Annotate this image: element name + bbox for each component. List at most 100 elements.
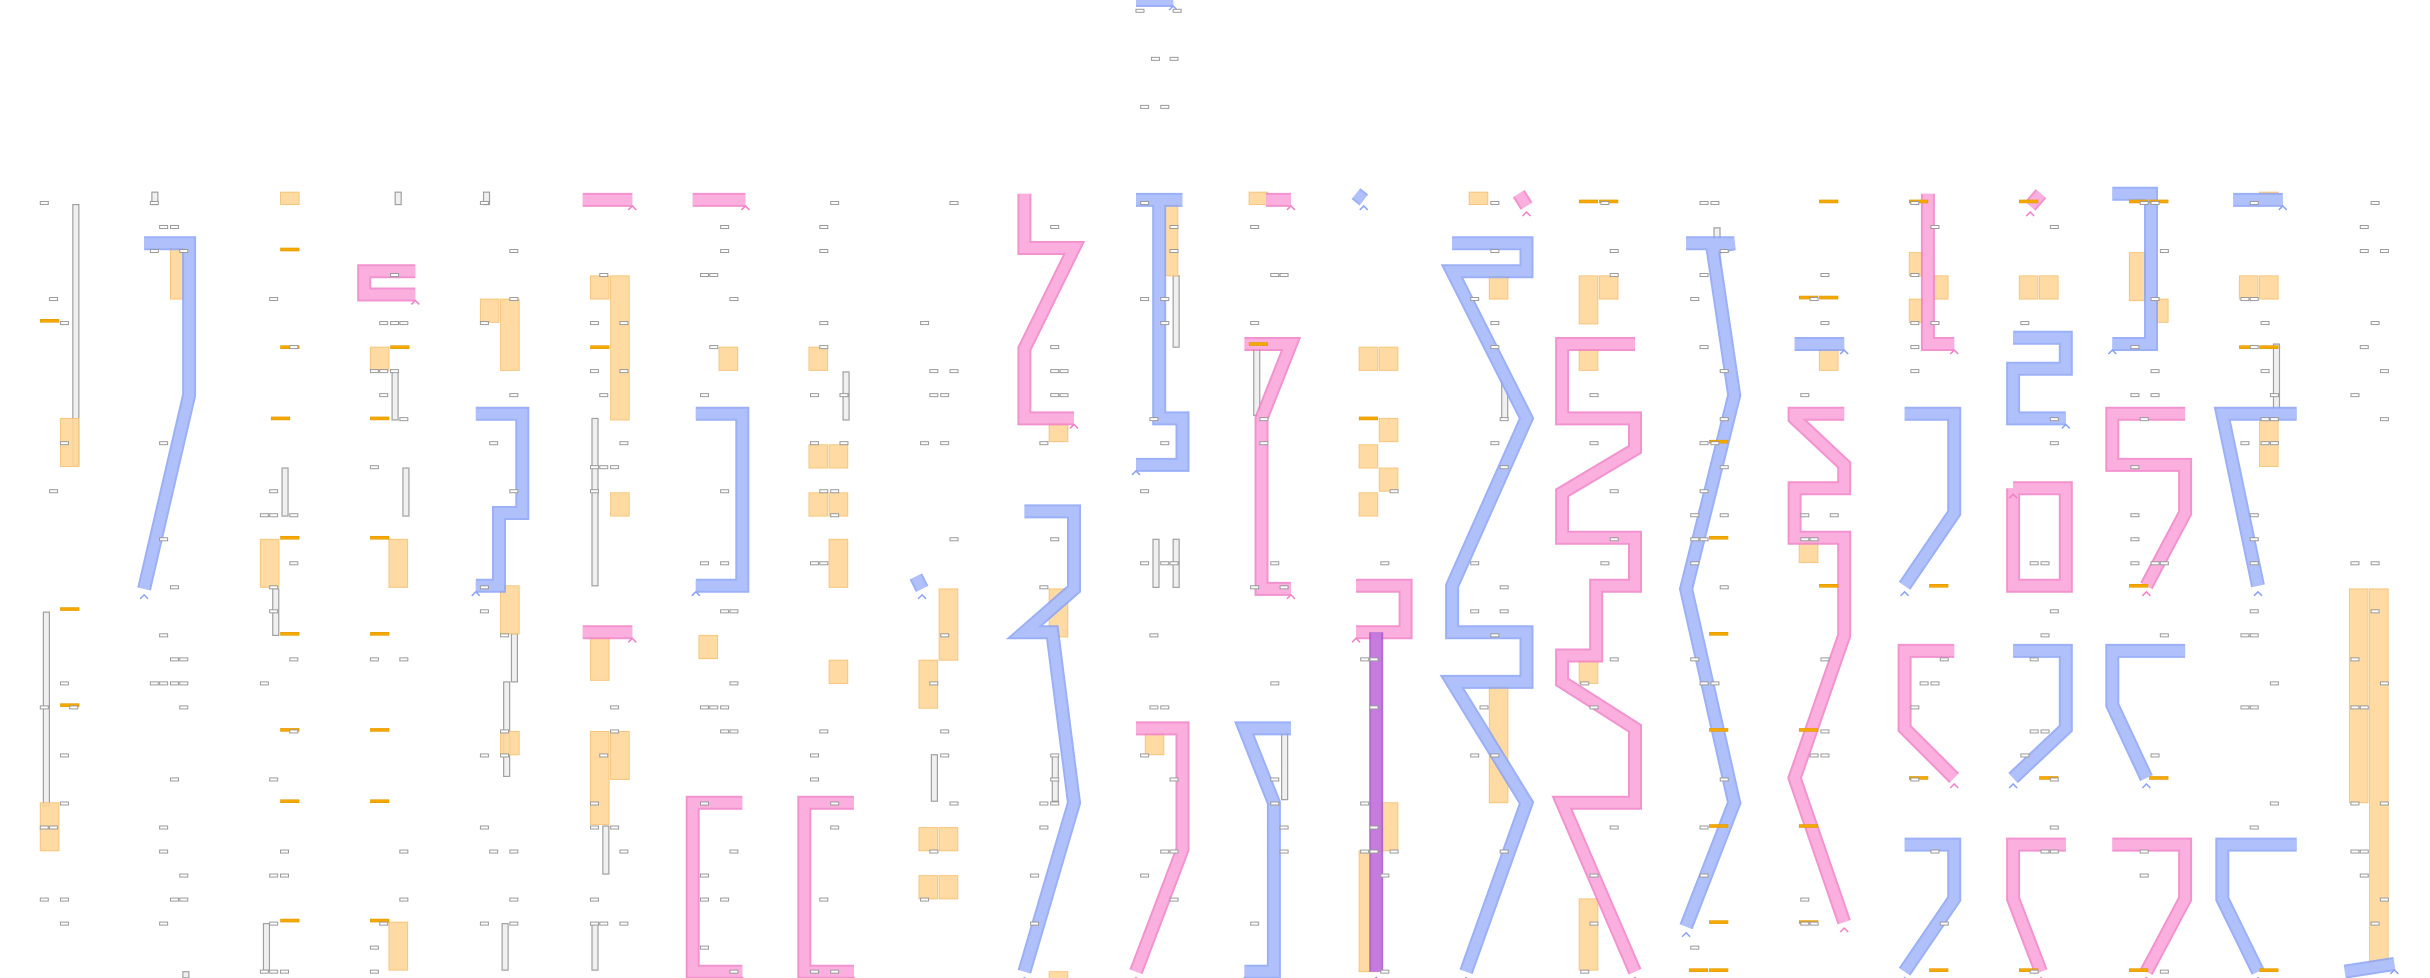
orange-bar — [370, 728, 390, 732]
gray-box — [1719, 513, 1729, 518]
gray-box — [2370, 200, 2380, 205]
orange-bar — [1688, 968, 1709, 972]
gray-box — [1580, 969, 1590, 974]
gray-box — [1160, 297, 1170, 302]
gray-box — [1930, 681, 1940, 686]
orange-bar — [1248, 342, 1268, 346]
gray-box — [1360, 849, 1370, 854]
gray-box — [1149, 417, 1159, 422]
gray-box — [839, 393, 849, 398]
orange-bar — [2259, 345, 2279, 349]
gray-box — [59, 801, 69, 806]
gray-box — [259, 969, 269, 974]
gray-box — [1050, 369, 1060, 374]
gray-box — [2269, 393, 2279, 398]
blue-track-edge — [695, 406, 750, 593]
gray-box — [2370, 921, 2380, 926]
orange-block — [938, 827, 959, 852]
gray-box — [1160, 561, 1170, 566]
gray-box — [610, 729, 620, 734]
orange-bar — [1709, 824, 1729, 828]
gray-box — [2350, 705, 2360, 710]
gray-box — [1710, 200, 1720, 205]
gray-box — [49, 297, 59, 302]
gray-box — [1050, 224, 1060, 229]
gray-box — [1820, 753, 1830, 758]
orange-bar — [1819, 295, 1839, 300]
gray-box — [2249, 561, 2259, 566]
gray-box — [369, 945, 379, 950]
gray-box — [1490, 753, 1500, 758]
gray-box — [1710, 441, 1720, 446]
gray-box — [1589, 441, 1599, 446]
gray-box — [2049, 825, 2059, 830]
gray-box — [589, 465, 599, 470]
gray-box — [1699, 273, 1709, 278]
gray-box — [2350, 849, 2360, 854]
pink-track — [1131, 723, 1188, 974]
chevron-up-icon — [691, 590, 701, 597]
orange-block — [718, 346, 739, 371]
gray-box — [709, 273, 719, 278]
gray-box — [159, 849, 169, 854]
gray-box — [920, 321, 930, 326]
gray-box — [1360, 657, 1370, 662]
gray-box — [720, 729, 730, 734]
gray-box — [39, 200, 49, 205]
orange-bar — [370, 799, 390, 804]
gray-box — [2249, 705, 2259, 710]
gray-box — [179, 657, 189, 662]
gray-box — [1910, 345, 1920, 350]
pink-track — [799, 797, 854, 977]
gray-box — [49, 825, 59, 830]
gray-box — [2159, 249, 2169, 254]
gray-box — [619, 321, 629, 326]
gray-box — [2150, 753, 2160, 758]
orange-block — [1048, 971, 1069, 978]
gray-box — [179, 705, 189, 710]
gray-box — [1279, 849, 1289, 854]
gray-box — [2150, 297, 2160, 302]
gray-box — [2260, 369, 2270, 374]
gray-box — [589, 801, 599, 806]
orange-bar — [280, 918, 300, 923]
gray-box — [1829, 513, 1839, 518]
gray-box — [1169, 897, 1179, 902]
gray-box — [2359, 849, 2369, 854]
gray-box — [819, 249, 829, 254]
gray-box — [1910, 777, 1920, 782]
gray-box — [1690, 513, 1700, 518]
gray-box — [1050, 753, 1060, 758]
gray-box — [289, 513, 299, 518]
gray-box — [610, 465, 620, 470]
gray-box — [2049, 777, 2059, 782]
gray-box — [1699, 537, 1709, 542]
gray-box — [399, 321, 409, 326]
gray-box — [720, 609, 730, 614]
blue-track-edge — [2105, 643, 2186, 781]
orange-bar — [2129, 968, 2149, 972]
orange-block — [1578, 659, 1599, 684]
chevron-up-icon — [139, 593, 149, 600]
orange-bar — [280, 535, 300, 540]
gray-double-line — [930, 754, 938, 802]
pink-track-edge — [2112, 837, 2193, 975]
gray-box — [1490, 633, 1500, 638]
orange-block — [500, 730, 520, 756]
gray-box — [2359, 873, 2369, 878]
gray-box — [619, 921, 629, 926]
gray-box — [1699, 489, 1709, 494]
chevron-up-icon — [1286, 204, 1296, 211]
gray-box — [2350, 801, 2360, 806]
gray-box — [1699, 441, 1709, 446]
gray-box — [720, 249, 730, 254]
gray-box — [940, 393, 950, 398]
gray-box — [269, 873, 279, 878]
chevron-up-icon — [2008, 782, 2018, 789]
gray-box — [2150, 200, 2160, 205]
pink-track-edge — [1244, 337, 1302, 596]
gray-box — [1050, 777, 1060, 782]
orange-block — [808, 346, 829, 371]
gray-box — [830, 801, 840, 806]
